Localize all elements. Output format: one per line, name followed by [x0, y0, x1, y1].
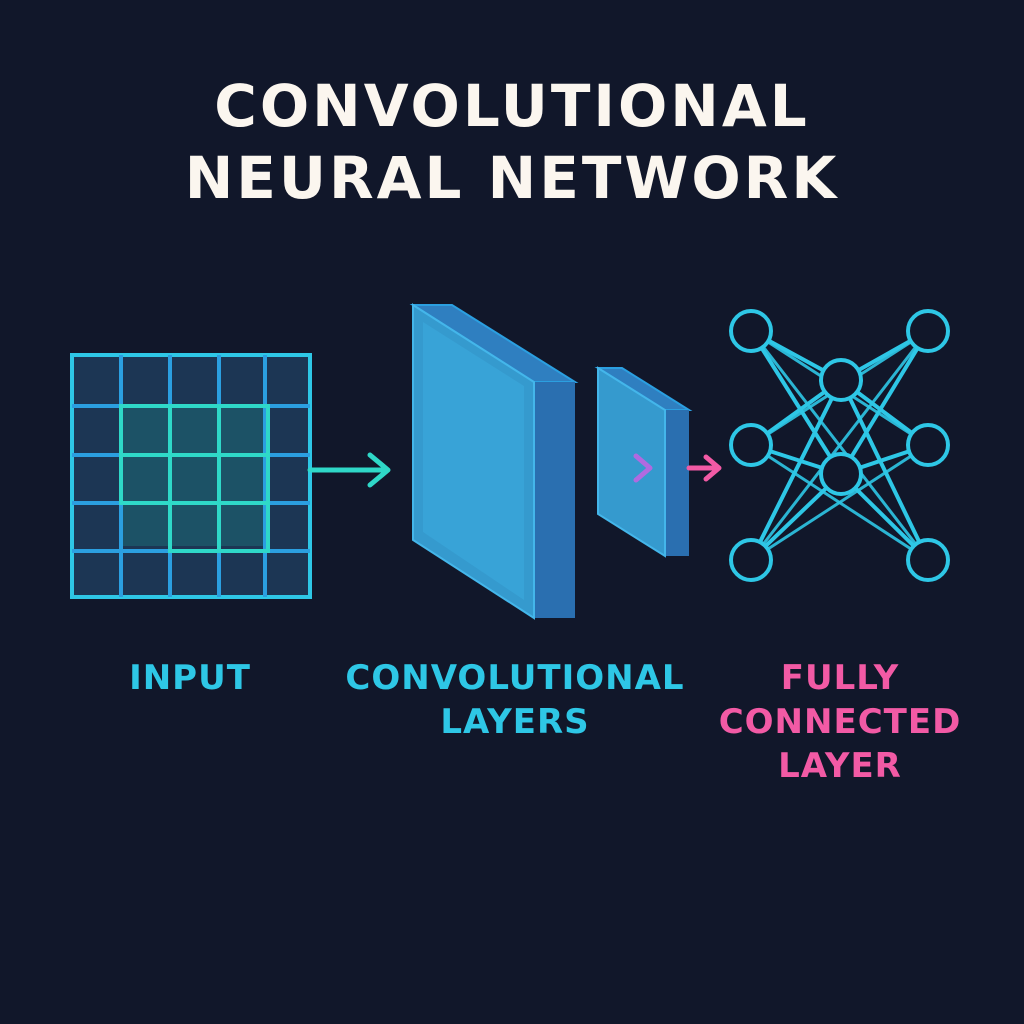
arrow-input-to-conv — [307, 452, 391, 488]
label-input: INPUT — [90, 656, 290, 700]
fc-edge — [749, 379, 843, 561]
fc-node — [819, 452, 863, 496]
fc-edge — [749, 330, 930, 561]
fc-node — [729, 538, 773, 582]
input-grid-highlight-region — [121, 406, 268, 546]
filter-window-outlines — [119, 404, 270, 553]
fc-edge — [839, 329, 930, 476]
fc-node — [729, 309, 773, 353]
fc-node — [819, 358, 863, 402]
title-line-1: CONVOLUTIONAL — [214, 72, 810, 140]
label-fully-connected-layer: FULLY CONNECTED LAYER — [700, 656, 980, 788]
fc-edge — [750, 443, 929, 562]
fc-edge — [839, 379, 930, 561]
arrow-conv-to-fc — [686, 454, 722, 482]
label-input-line-1: INPUT — [129, 658, 251, 698]
diagram-title: CONVOLUTIONAL NEURAL NETWORK — [0, 70, 1024, 214]
conv-layer-block-2 — [594, 366, 693, 558]
fc-node — [729, 423, 773, 467]
label-fc-line-2: CONNECTED — [718, 702, 962, 742]
label-conv-line-2: LAYERS — [440, 702, 590, 742]
fc-node — [906, 309, 950, 353]
label-fc-line-3: LAYER — [778, 746, 902, 786]
fc-node — [906, 423, 950, 467]
input-grid-border — [70, 353, 312, 599]
label-fc-line-1: FULLY — [780, 658, 900, 698]
input-grid — [70, 353, 312, 599]
arrow-conv-to-conv — [572, 453, 653, 483]
title-line-2: NEURAL NETWORK — [184, 144, 840, 212]
fully-connected-network — [729, 309, 950, 582]
label-convolutional-layers: CONVOLUTIONAL LAYERS — [330, 656, 700, 744]
label-conv-line-1: CONVOLUTIONAL — [345, 658, 685, 698]
fc-node — [906, 538, 950, 582]
fc-edge — [749, 329, 843, 476]
conv-layer-block-1 — [409, 303, 579, 620]
